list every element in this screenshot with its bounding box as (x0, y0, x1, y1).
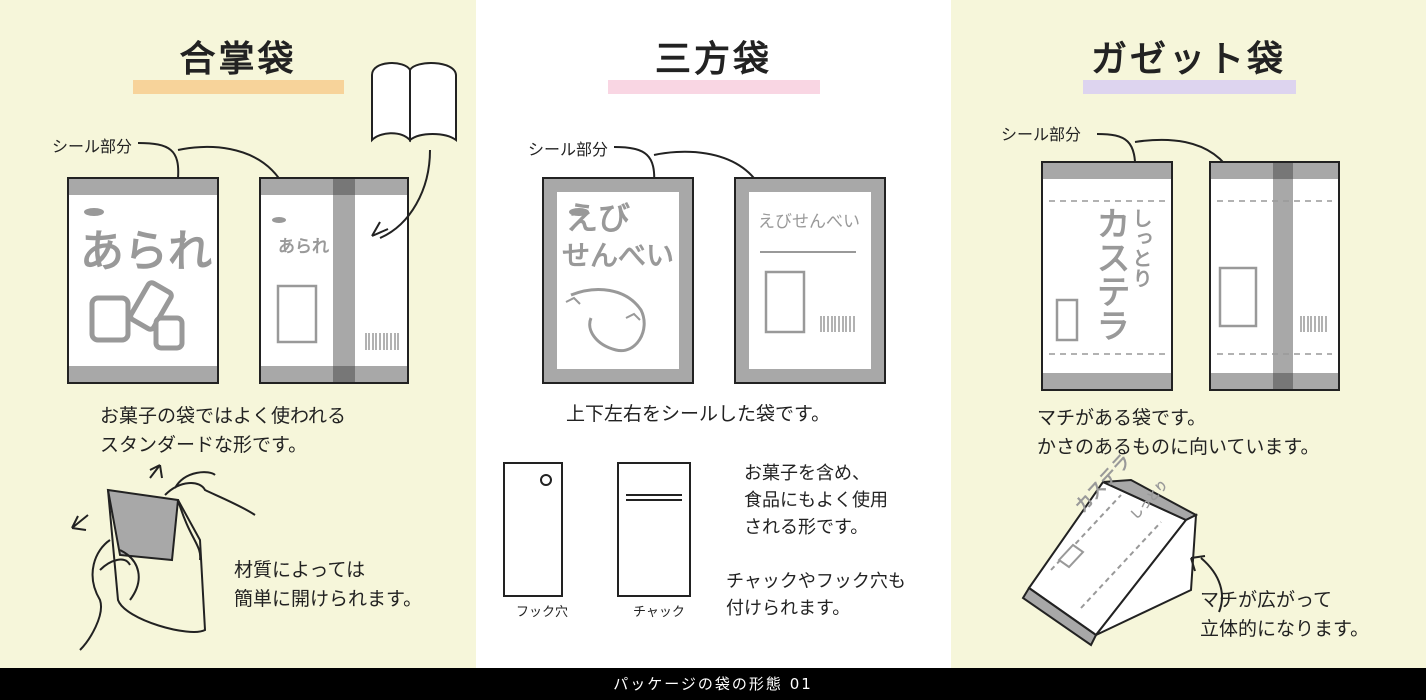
arrow (1200, 557, 1223, 613)
note: マチが広がって 立体的になります。 (1200, 589, 1370, 640)
title-underline (608, 80, 820, 94)
front-bag (542, 177, 694, 384)
hands-opening-bag-icon (71, 464, 256, 651)
three-side-bag-illustration (503, 146, 886, 597)
title-underline (133, 80, 344, 94)
note-1: お菓子を含め、 食品にもよく使用 される形です。 (744, 463, 888, 538)
back-bag-text: あられ (278, 237, 329, 257)
description: 上下左右をシールした袋です。 (566, 403, 831, 425)
panel-three-side-bag: 三方袋 シール部分 (476, 0, 951, 668)
back-bag (259, 177, 409, 384)
footer-caption: パッケージの袋の形態 01 (0, 668, 1426, 700)
back-bag (1209, 161, 1340, 391)
seal-label: シール部分 (52, 137, 133, 156)
front-bag-text-2: せんべい (562, 239, 675, 272)
gusset-bag-3d-icon (1021, 478, 1199, 647)
panel-title: ガゼット袋 (1090, 39, 1286, 80)
gusset-bag-illustration (1021, 133, 1340, 647)
front-bag-text-2: カステラ (1090, 206, 1130, 342)
panel-gusset-bag: ガゼット袋 シール部分 (951, 0, 1426, 668)
panel-title: 合掌袋 (179, 39, 297, 80)
fin-seal-icon (371, 62, 457, 143)
gassho-bag-illustration (67, 62, 457, 651)
note-2: チャックやフック穴も 付けられます。 (726, 571, 906, 619)
front-bag-text-1: えび (566, 199, 631, 237)
note: 材質によっては 簡単に開けられます。 (234, 559, 423, 610)
description: お菓子の袋ではよく使われる スタンダードな形です。 (100, 405, 347, 456)
front-bag (67, 177, 219, 384)
panel-gassho-bag: 合掌袋 シール部分 (0, 0, 476, 668)
front-bag (1041, 161, 1173, 391)
hook-hole-bag-icon (503, 462, 563, 597)
arrow (379, 149, 431, 239)
back-bag-text: えびせんべい (758, 212, 860, 232)
description: マチがある袋です。 かさのあるものに向いています。 (1037, 407, 1320, 458)
title-underline (1083, 80, 1296, 94)
front-bag-text-1: しっとり (1129, 208, 1153, 288)
zipper-bag-icon (617, 462, 691, 597)
seal-label: シール部分 (1001, 125, 1082, 144)
seal-label: シール部分 (528, 140, 609, 159)
zipper-label: チャック (633, 605, 685, 620)
back-bag (734, 177, 886, 384)
front-bag-text: あられ (80, 226, 212, 277)
hook-hole-label: フック穴 (516, 605, 569, 620)
panel-title: 三方袋 (654, 39, 772, 80)
